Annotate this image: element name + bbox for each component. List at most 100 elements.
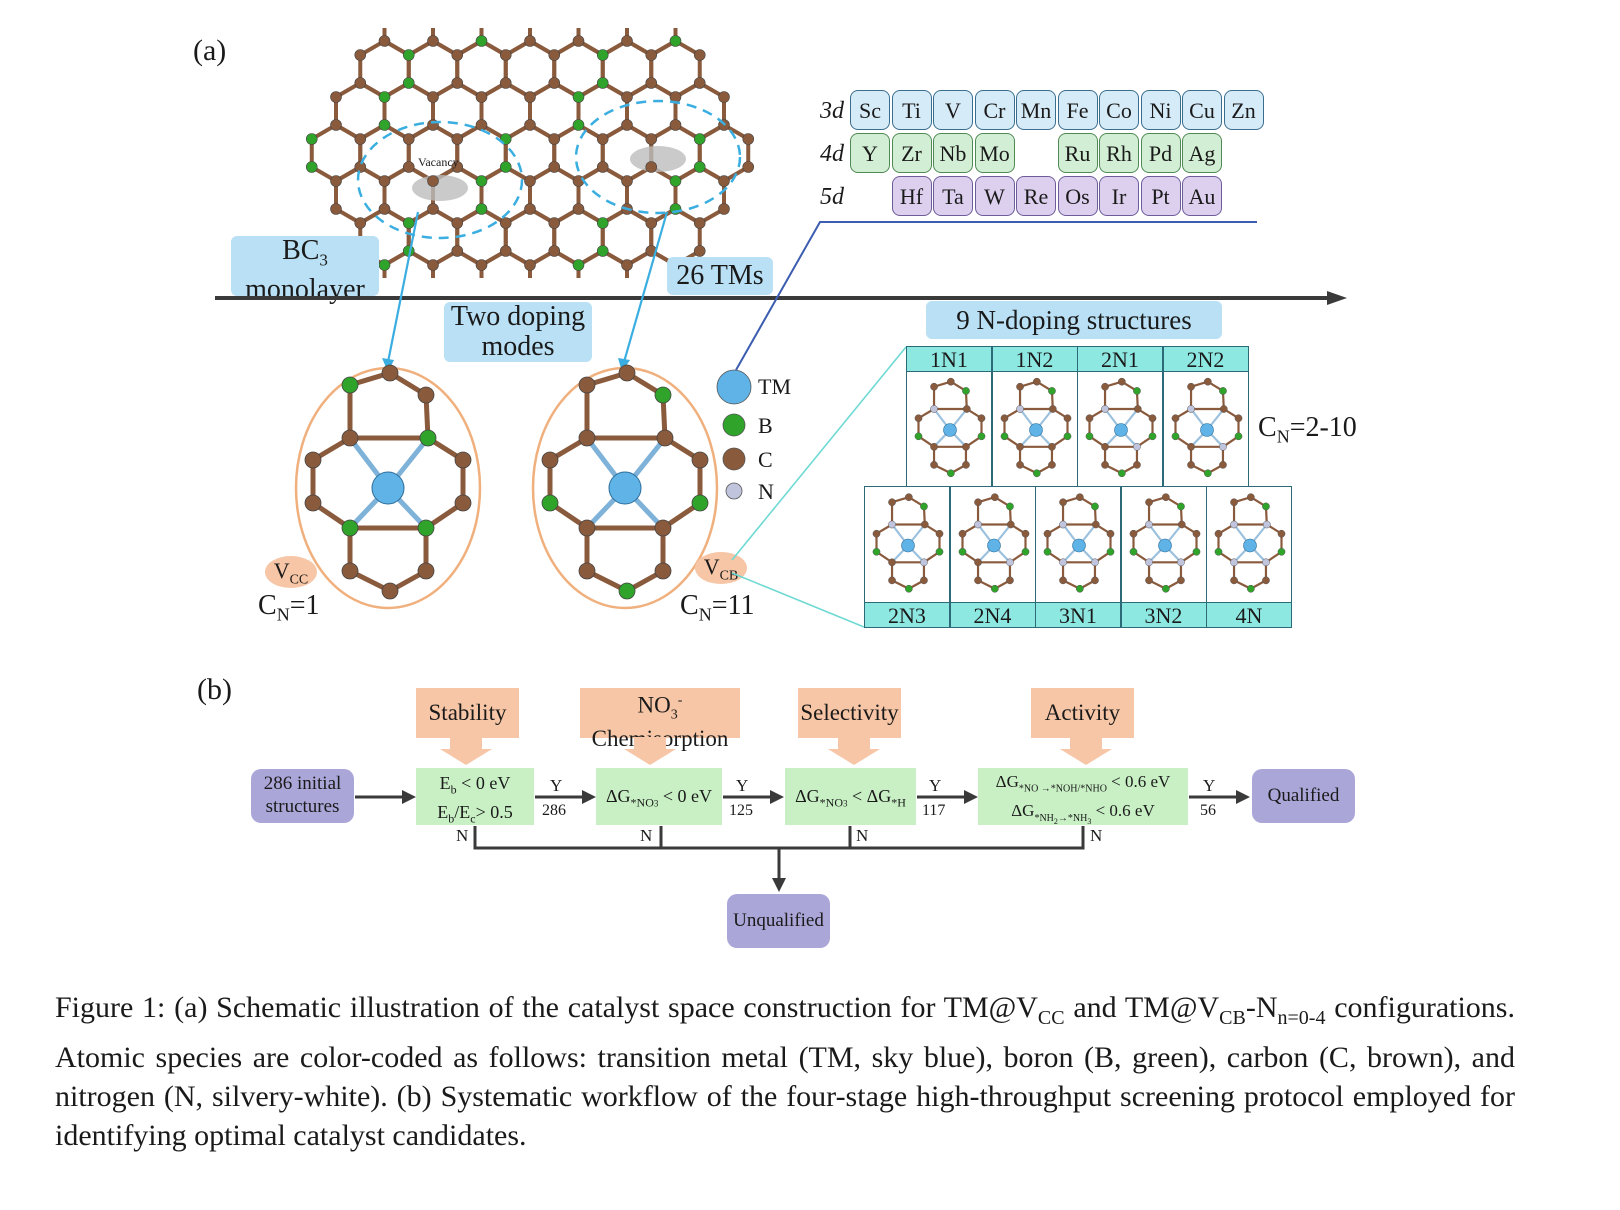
vcb-structure <box>531 364 719 610</box>
figure-caption: Figure 1: (a) Schematic illustration of … <box>55 988 1515 1155</box>
stage-stability: Stability <box>416 688 519 738</box>
vacancy-arrows <box>382 211 669 372</box>
chem-dg-sub2: 3 <box>653 798 659 809</box>
sel-sub1: *NO <box>819 795 843 810</box>
initial-structures-box: 286 initial structures <box>251 769 354 823</box>
caption-sub3: n=0-4 <box>1277 1007 1326 1029</box>
element-pd: Pd <box>1140 133 1181 173</box>
element-ni: Ni <box>1140 90 1181 130</box>
cn1-value: =1 <box>289 590 320 621</box>
no-4: N <box>1090 826 1103 845</box>
structure-3n2 <box>1120 486 1207 603</box>
count-3: 117 <box>922 802 946 819</box>
legend-b: B <box>758 413 773 438</box>
structure-4n <box>1206 486 1292 603</box>
element-ti: Ti <box>891 90 932 130</box>
criteria-selectivity: ΔG*NO3 < ΔG*H <box>785 768 916 825</box>
yes-2: Y <box>736 776 749 795</box>
element-ta: Ta <box>933 176 973 216</box>
count-1: 286 <box>542 802 566 819</box>
legend-swatch-b <box>722 413 746 437</box>
initial-line1: 286 initial <box>263 773 342 794</box>
element-ir: Ir <box>1099 176 1139 216</box>
yes-1: Y <box>550 776 563 795</box>
caption-part2: and TM@V <box>1064 991 1220 1024</box>
bc3-text: BC <box>282 235 320 266</box>
act-dg2: ΔG <box>1011 801 1035 821</box>
legend-swatch-tm <box>716 369 752 405</box>
two-doping-line1: Two doping <box>450 301 586 332</box>
element-zr: Zr <box>891 133 932 173</box>
grid-connectors <box>731 346 907 628</box>
cn1-label: CN=1 <box>258 590 319 626</box>
vcb-label: VCB <box>695 552 747 584</box>
structure-2n2-molecule <box>1171 377 1242 478</box>
chem-dg-sub: *NO <box>630 795 654 810</box>
tms-count-label: 26 TMs <box>667 257 773 295</box>
criteria-stability: Eb < 0 eV Eb/Ec> 0.5 <box>416 768 534 825</box>
cn1-c: C <box>258 590 277 621</box>
chem-no: NO <box>637 692 671 718</box>
structure-1n2 <box>991 371 1078 487</box>
label-1n2: 1N2 <box>991 346 1078 372</box>
cn11-sub: N <box>698 604 712 625</box>
vcc-v: V <box>273 558 290 583</box>
n-doping-title: 9 N-doping structures <box>926 301 1222 339</box>
structure-2n3 <box>864 486 950 603</box>
stab-ec: /E <box>454 801 471 822</box>
act-sub1: *NO →*NOH/*NHO <box>1018 783 1107 795</box>
legend-swatch-n <box>725 482 743 500</box>
row-label-3d: 3d <box>820 98 844 124</box>
act-dg1: ΔG <box>995 772 1019 791</box>
element-mn: Mn <box>1016 90 1056 130</box>
yes-4: Y <box>1203 776 1216 795</box>
criteria-chemisorption: ΔG*NO3 < 0 eV <box>596 768 722 825</box>
structure-3n1-molecule <box>1043 493 1115 593</box>
element-au: Au <box>1182 176 1222 216</box>
chem-dg: ΔG <box>605 786 631 806</box>
bc3-sub: 3 <box>319 250 328 270</box>
criteria-activity: ΔG*NO →*NOH/*NHO < 0.6 eV ΔG*NH2→*NH3 < … <box>978 768 1188 826</box>
element-cr: Cr <box>974 90 1015 130</box>
element-rh: Rh <box>1099 133 1139 173</box>
legend-n: N <box>758 479 774 504</box>
vcb-sub: CB <box>719 568 739 584</box>
legend-swatch-c <box>722 447 746 471</box>
structure-2n1 <box>1077 371 1163 487</box>
caption-part1: Figure 1: (a) Schematic illustration of … <box>55 991 1038 1024</box>
element-w: W <box>974 176 1015 216</box>
act-post1: < 0.6 eV <box>1106 772 1171 791</box>
stab-e1: E <box>439 773 451 793</box>
element-os: Os <box>1057 176 1098 216</box>
panel-b-label: (b) <box>197 673 232 706</box>
label-3n1: 3N1 <box>1035 602 1121 628</box>
stab-l1-post: < 0 eV <box>456 773 511 793</box>
caption-part4: configurations. Atomic species are color… <box>55 991 1515 1152</box>
stage-selectivity: Selectivity <box>798 688 901 738</box>
structure-3n2-molecule <box>1129 493 1200 593</box>
stage-down-arrows <box>440 737 1112 765</box>
stab-e2: E <box>437 801 449 822</box>
caption-part3: -N <box>1245 991 1278 1024</box>
two-doping-modes-label: Two doping modes <box>444 302 592 362</box>
element-nb: Nb <box>933 133 973 173</box>
vacancy-ellipses <box>356 99 742 240</box>
cn11-c: C <box>680 590 699 621</box>
no-2: N <box>640 826 653 845</box>
cn11-value: =11 <box>711 590 755 621</box>
row-label-5d: 5d <box>820 184 844 210</box>
act-sub2c: →*NH <box>1057 812 1088 824</box>
act-sub2-group: *NH2→*NH3 <box>1034 812 1091 826</box>
panel-a-label: (a) <box>193 34 227 67</box>
label-2n3: 2N3 <box>864 602 950 628</box>
label-4n: 4N <box>1206 602 1292 628</box>
sel-sub2: *H <box>891 795 906 810</box>
structure-2n3-molecule <box>872 493 944 593</box>
two-doping-line2: modes <box>481 331 555 362</box>
cn-range-c: C <box>1258 412 1277 443</box>
flow-arrows <box>355 790 1250 892</box>
element-sc: Sc <box>850 90 890 130</box>
cn1-sub: N <box>276 604 290 625</box>
structure-3n1 <box>1035 486 1121 603</box>
